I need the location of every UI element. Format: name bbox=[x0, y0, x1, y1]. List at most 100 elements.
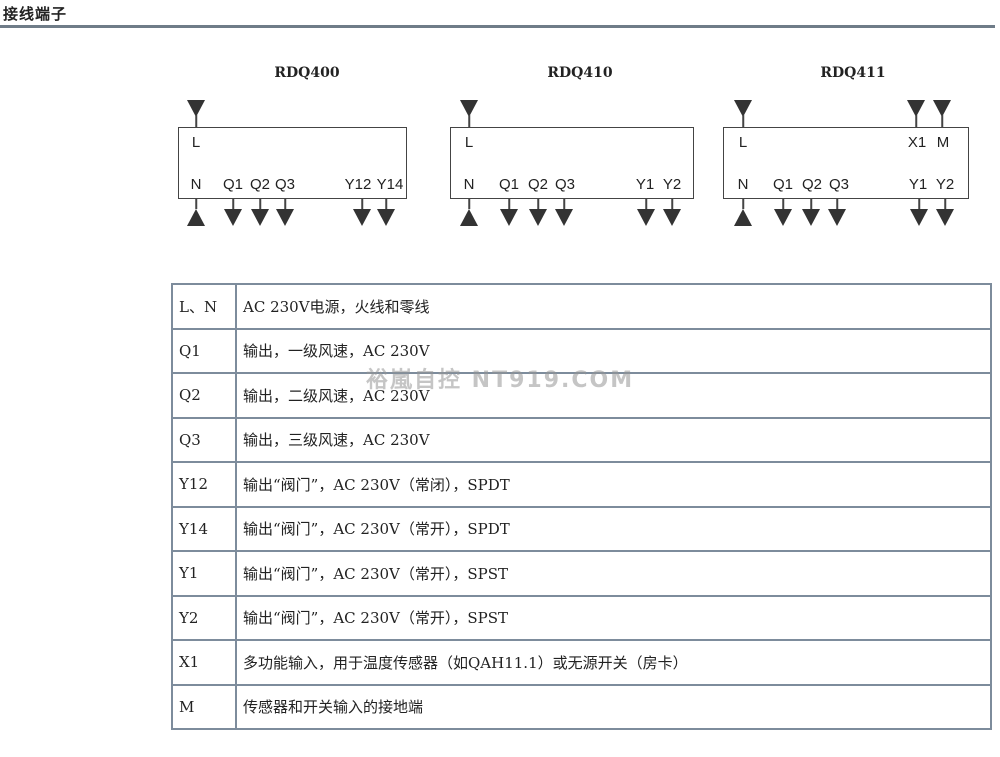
model-label: RDQ400 bbox=[274, 65, 340, 81]
terminal-description: 输出“阀门”，AC 230V（常开），SPST bbox=[235, 594, 992, 641]
output-arrow-icon bbox=[251, 209, 269, 226]
output-arrow-icon bbox=[224, 209, 242, 226]
wire-stem bbox=[742, 115, 744, 127]
table-row: Q2 输出，二级风速，AC 230V bbox=[171, 372, 992, 419]
table-row: Y2 输出“阀门”，AC 230V（常开），SPST bbox=[171, 594, 992, 641]
terminal-q2: Q2 bbox=[527, 176, 549, 193]
terminal-code: X1 bbox=[171, 639, 237, 686]
terminal-code: L、N bbox=[171, 283, 237, 330]
terminal-description: 输出“阀门”，AC 230V（常开），SPST bbox=[235, 550, 992, 597]
output-arrow-icon bbox=[828, 209, 846, 226]
terminal-code: Q2 bbox=[171, 372, 237, 419]
terminal-description: 输出，三级风速，AC 230V bbox=[235, 416, 992, 463]
terminal-q3: Q3 bbox=[274, 176, 296, 193]
output-arrow-icon bbox=[529, 209, 547, 226]
terminal-description: 多功能输入，用于温度传感器（如QAH11.1）或无源开关（房卡） bbox=[235, 639, 992, 686]
wire-stem bbox=[468, 115, 470, 127]
section-title: 接线端子 bbox=[3, 5, 68, 23]
neutral-arrow-icon bbox=[734, 209, 752, 226]
terminal-q3: Q3 bbox=[828, 176, 850, 193]
wire-stem bbox=[195, 199, 197, 209]
table-row: X1 多功能输入，用于温度传感器（如QAH11.1）或无源开关（房卡） bbox=[171, 639, 992, 686]
wire-stem bbox=[284, 199, 286, 209]
terminal-code: Y12 bbox=[171, 461, 237, 508]
terminal-y1: Y1 bbox=[908, 176, 928, 193]
terminal-q1: Q1 bbox=[498, 176, 520, 193]
wire-stem bbox=[810, 199, 812, 209]
terminal-description: 传感器和开关输入的接地端 bbox=[235, 683, 992, 730]
terminal-y2: Y2 bbox=[662, 176, 682, 193]
terminal-l: L bbox=[191, 134, 201, 151]
terminal-box bbox=[450, 127, 694, 199]
output-arrow-icon bbox=[555, 209, 573, 226]
input-arrow-icon bbox=[734, 100, 752, 117]
terminal-n: N bbox=[463, 176, 475, 193]
terminal-x1: X1 bbox=[907, 134, 927, 151]
wire-stem bbox=[195, 115, 197, 127]
output-arrow-icon bbox=[663, 209, 681, 226]
terminal-description: AC 230V电源，火线和零线 bbox=[235, 283, 992, 330]
output-arrow-icon bbox=[353, 209, 371, 226]
input-arrow-icon bbox=[187, 100, 205, 117]
wire-stem bbox=[915, 115, 917, 127]
wire-stem bbox=[782, 199, 784, 209]
wire-stem bbox=[645, 199, 647, 209]
terminal-code: M bbox=[171, 683, 237, 730]
terminal-n: N bbox=[190, 176, 202, 193]
input-arrow-icon bbox=[933, 100, 951, 117]
wire-stem bbox=[941, 115, 943, 127]
table-row: Q3 输出，三级风速，AC 230V bbox=[171, 416, 992, 463]
terminal-description: 输出，二级风速，AC 230V bbox=[235, 372, 992, 419]
wire-stem bbox=[259, 199, 261, 209]
wire-stem bbox=[836, 199, 838, 209]
terminal-description-table: L、N AC 230V电源，火线和零线 Q1 输出，一级风速，AC 230V Q… bbox=[171, 283, 992, 730]
terminal-q1: Q1 bbox=[772, 176, 794, 193]
output-arrow-icon bbox=[500, 209, 518, 226]
output-arrow-icon bbox=[936, 209, 954, 226]
neutral-arrow-icon bbox=[460, 209, 478, 226]
wire-stem bbox=[918, 199, 920, 209]
output-arrow-icon bbox=[637, 209, 655, 226]
terminal-q2: Q2 bbox=[801, 176, 823, 193]
terminal-box bbox=[723, 127, 969, 199]
input-arrow-icon bbox=[460, 100, 478, 117]
terminal-y12: Y12 bbox=[344, 176, 372, 193]
table-row: M 传感器和开关输入的接地端 bbox=[171, 683, 992, 730]
table-row: Y14 输出“阀门”，AC 230V（常开），SPDT bbox=[171, 505, 992, 552]
output-arrow-icon bbox=[774, 209, 792, 226]
terminal-y14: Y14 bbox=[376, 176, 404, 193]
terminal-box bbox=[178, 127, 407, 199]
table-row: L、N AC 230V电源，火线和零线 bbox=[171, 283, 992, 330]
table-row: Y12 输出“阀门”，AC 230V（常闭），SPDT bbox=[171, 461, 992, 508]
neutral-arrow-icon bbox=[187, 209, 205, 226]
terminal-code: Q3 bbox=[171, 416, 237, 463]
terminal-description: 输出，一级风速，AC 230V bbox=[235, 327, 992, 374]
table-row: Q1 输出，一级风速，AC 230V bbox=[171, 327, 992, 374]
title-underline bbox=[0, 25, 995, 28]
wire-stem bbox=[361, 199, 363, 209]
terminal-y2: Y2 bbox=[935, 176, 955, 193]
terminal-l: L bbox=[738, 134, 748, 151]
wire-stem bbox=[508, 199, 510, 209]
terminal-q1: Q1 bbox=[222, 176, 244, 193]
wire-stem bbox=[385, 199, 387, 209]
terminal-q2: Q2 bbox=[249, 176, 271, 193]
terminal-y1: Y1 bbox=[635, 176, 655, 193]
terminal-n: N bbox=[737, 176, 749, 193]
output-arrow-icon bbox=[910, 209, 928, 226]
table-row: Y1 输出“阀门”，AC 230V（常开），SPST bbox=[171, 550, 992, 597]
wire-stem bbox=[537, 199, 539, 209]
output-arrow-icon bbox=[377, 209, 395, 226]
input-arrow-icon bbox=[907, 100, 925, 117]
wire-stem bbox=[671, 199, 673, 209]
wire-stem bbox=[232, 199, 234, 209]
wire-stem bbox=[563, 199, 565, 209]
terminal-description: 输出“阀门”，AC 230V（常闭），SPDT bbox=[235, 461, 992, 508]
wire-stem bbox=[944, 199, 946, 209]
output-arrow-icon bbox=[802, 209, 820, 226]
terminal-q3: Q3 bbox=[554, 176, 576, 193]
terminal-code: Y2 bbox=[171, 594, 237, 641]
terminal-l: L bbox=[464, 134, 474, 151]
terminal-code: Y1 bbox=[171, 550, 237, 597]
terminal-description: 输出“阀门”，AC 230V（常开），SPDT bbox=[235, 505, 992, 552]
